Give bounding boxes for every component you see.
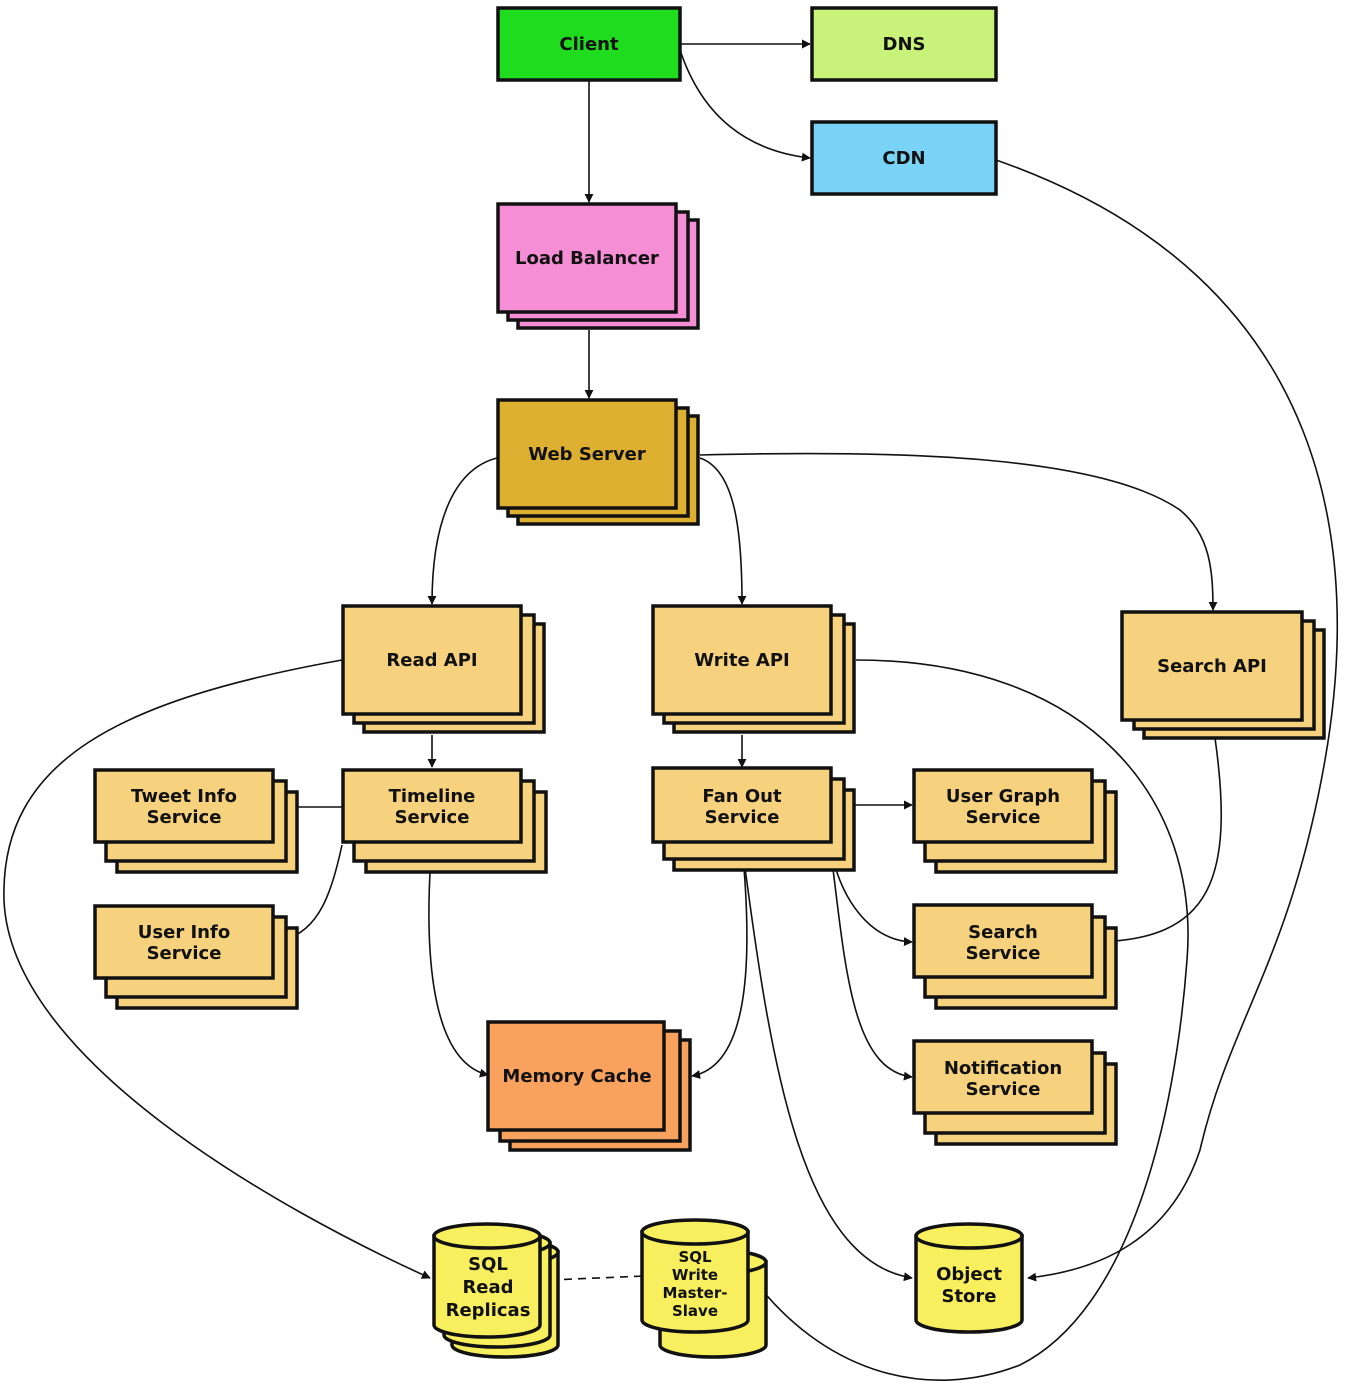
sql-read-line-1: SQL <box>468 1254 508 1275</box>
user-info-line-2: Service <box>147 943 222 964</box>
notification-line-2: Service <box>966 1079 1041 1100</box>
edge-web-server-search-api <box>699 452 1218 611</box>
client-label: Client <box>559 34 619 55</box>
tweet-info-service-node[interactable]: Tweet Info Service <box>93 768 299 874</box>
write-api-node[interactable]: Write API <box>651 604 856 734</box>
tweet-info-line-2: Service <box>147 807 222 828</box>
web-server-node[interactable]: Web Server <box>496 398 700 526</box>
dns-node[interactable]: DNS <box>810 6 998 82</box>
user-graph-line-1: User Graph <box>946 786 1060 807</box>
search-api-node[interactable]: Search API <box>1120 610 1326 740</box>
dns-label: DNS <box>883 34 926 55</box>
cylinder-front <box>640 1218 750 1334</box>
edge-fan-out-object-store <box>741 844 913 1282</box>
edge-client-cdn <box>679 49 811 162</box>
write-api-label: Write API <box>694 650 789 671</box>
cdn-label: CDN <box>882 148 925 169</box>
memory-cache-label: Memory Cache <box>502 1066 651 1087</box>
sql-read-replicas-node[interactable]: SQL Read Replicas <box>432 1222 560 1359</box>
sql-read-line-2: Read <box>462 1277 513 1298</box>
sql-write-master-slave-node[interactable]: SQL Write Master- Slave <box>640 1218 768 1359</box>
search-service-line-2: Service <box>966 943 1041 964</box>
cylinder-front <box>432 1222 542 1339</box>
object-store-line-2: Store <box>941 1286 996 1307</box>
fan-out-service-node[interactable]: Fan Out Service <box>651 766 856 872</box>
client-node[interactable]: Client <box>496 6 682 82</box>
sql-read-line-3: Replicas <box>446 1300 531 1321</box>
fan-out-line-1: Fan Out <box>702 786 782 807</box>
tweet-info-line-1: Tweet Info <box>131 786 237 807</box>
edge-search-api-search-service <box>1095 737 1222 947</box>
fan-out-line-2: Service <box>705 807 780 828</box>
edge-fan-out-memory-cache <box>691 844 748 1079</box>
search-service-line-1: Search <box>968 922 1038 943</box>
notification-line-1: Notification <box>944 1058 1062 1079</box>
web-server-label: Web Server <box>528 444 646 465</box>
edges <box>3 39 1339 1381</box>
sql-write-line-4: Slave <box>672 1302 718 1320</box>
timeline-service-node[interactable]: Timeline Service <box>341 768 548 874</box>
edge-web-server-write-api <box>699 457 747 605</box>
sql-write-line-3: Master- <box>663 1284 728 1302</box>
edge-sql-replication <box>549 1275 646 1281</box>
edge-timeline-memory-cache <box>428 841 489 1078</box>
edge-fan-out-notification <box>829 844 913 1081</box>
search-service-node[interactable]: Search Service <box>912 903 1118 1010</box>
search-api-label: Search API <box>1157 656 1267 677</box>
edge-write-api-sql-write <box>757 659 1189 1381</box>
user-graph-line-2: Service <box>966 807 1041 828</box>
sql-write-line-1: SQL <box>678 1248 712 1266</box>
edge-cdn-object-store <box>995 159 1339 1282</box>
sql-write-line-2: Write <box>672 1266 718 1284</box>
read-api-label: Read API <box>386 650 477 671</box>
edge-read-api-sql-read-replicas <box>3 659 431 1279</box>
user-graph-service-node[interactable]: User Graph Service <box>912 768 1118 874</box>
cdn-node[interactable]: CDN <box>810 120 998 196</box>
notification-service-node[interactable]: Notification Service <box>912 1039 1118 1146</box>
load-balancer-node[interactable]: Load Balancer <box>496 202 700 330</box>
user-info-service-node[interactable]: User Info Service <box>93 904 299 1010</box>
user-info-line-1: User Info <box>138 922 230 943</box>
memory-cache-node[interactable]: Memory Cache <box>486 1020 692 1152</box>
object-store-line-1: Object <box>936 1264 1002 1285</box>
load-balancer-label: Load Balancer <box>515 248 659 269</box>
timeline-line-2: Service <box>395 807 470 828</box>
read-api-node[interactable]: Read API <box>341 604 546 734</box>
timeline-line-1: Timeline <box>389 786 476 807</box>
object-store-node[interactable]: Object Store <box>914 1222 1024 1334</box>
edge-web-server-read-api <box>427 457 498 605</box>
